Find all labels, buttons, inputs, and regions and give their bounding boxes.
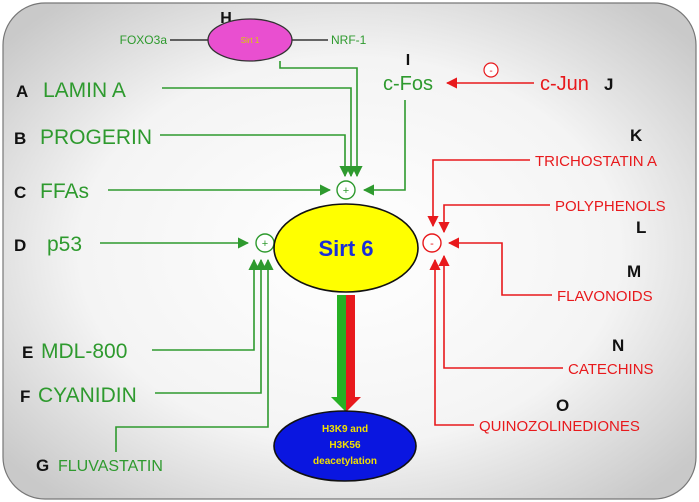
cyanidin-label: CYANIDIN <box>38 384 137 407</box>
nrf1-label: NRF-1 <box>331 33 367 47</box>
lamin-a-connector <box>162 87 357 178</box>
trichostatin-connector <box>427 159 530 228</box>
letter-e: E <box>22 343 33 362</box>
cyanidin-connector <box>155 258 267 394</box>
flavonoids-connector <box>447 237 552 296</box>
main-arrow-head-green <box>331 397 346 412</box>
deacetylation-line2: H3K56 <box>329 440 361 451</box>
main-arrow-head-red <box>346 397 361 412</box>
polyphenols-connector <box>438 204 550 234</box>
deacetylation-line3: deacetylation <box>313 456 377 467</box>
cfos-connector <box>362 100 406 196</box>
minus-sign-right-text: - <box>430 238 434 250</box>
letter-c: C <box>14 183 26 202</box>
main-arrow-green-half <box>337 295 346 398</box>
sirt1-node <box>207 18 293 62</box>
letter-f: F <box>20 387 30 406</box>
minus-sign-cjun-text: - <box>489 66 492 77</box>
letter-k: K <box>630 126 643 145</box>
letter-l: L <box>636 218 646 237</box>
ffas-label: FFAs <box>40 180 89 203</box>
letter-a: A <box>16 82 28 101</box>
plus-sign-top-text: + <box>343 185 349 197</box>
catechins-connector <box>438 254 563 369</box>
letter-o: O <box>556 396 569 415</box>
main-arrow-red-half <box>346 295 355 398</box>
mdl800-label: MDL-800 <box>41 340 127 363</box>
letter-i: I <box>406 52 410 69</box>
minus-sign-cjun <box>483 62 499 78</box>
letter-h: H <box>220 10 232 27</box>
cfos-label: c-Fos <box>383 73 433 95</box>
sirt6-node <box>273 203 419 293</box>
letter-n: N <box>612 336 624 355</box>
quinozolinediones-connector <box>429 258 474 426</box>
letter-j: J <box>604 75 613 94</box>
plus-sign-left-text: + <box>262 238 268 250</box>
quinozolinediones-label: QUINOZOLINEDIONES <box>479 418 640 435</box>
minus-sign-right <box>422 233 442 253</box>
fluvastatin-label: FLUVASTATIN <box>58 458 163 475</box>
letter-d: D <box>14 236 26 255</box>
plus-sign-top <box>336 180 356 200</box>
sirt1-label: Sirt 1 <box>241 36 260 45</box>
mdl800-connector <box>152 258 260 351</box>
flavonoids-label: FLAVONOIDS <box>557 288 653 305</box>
letter-b: B <box>14 129 26 148</box>
deacetylation-node <box>273 410 417 482</box>
progerin-label: PROGERIN <box>40 126 152 149</box>
letter-g: G <box>36 456 49 475</box>
letter-m: M <box>627 262 641 281</box>
lamin-a-label: LAMIN A <box>43 79 126 102</box>
progerin-connector <box>160 134 351 178</box>
fluvastatin-connector <box>115 258 274 452</box>
deacetylation-line1: H3K9 and <box>322 424 368 435</box>
trichostatin-label: TRICHOSTATIN A <box>535 153 657 170</box>
polyphenols-label: POLYPHENOLS <box>555 198 666 215</box>
foxo3a-label: FOXO3a <box>120 33 168 47</box>
catechins-label: CATECHINS <box>568 361 654 378</box>
sirt6-label: Sirt 6 <box>318 236 373 261</box>
sirt1-to-plus-connector <box>279 61 363 178</box>
cjun-label: c-Jun <box>540 73 589 95</box>
p53-label: p53 <box>47 233 82 256</box>
